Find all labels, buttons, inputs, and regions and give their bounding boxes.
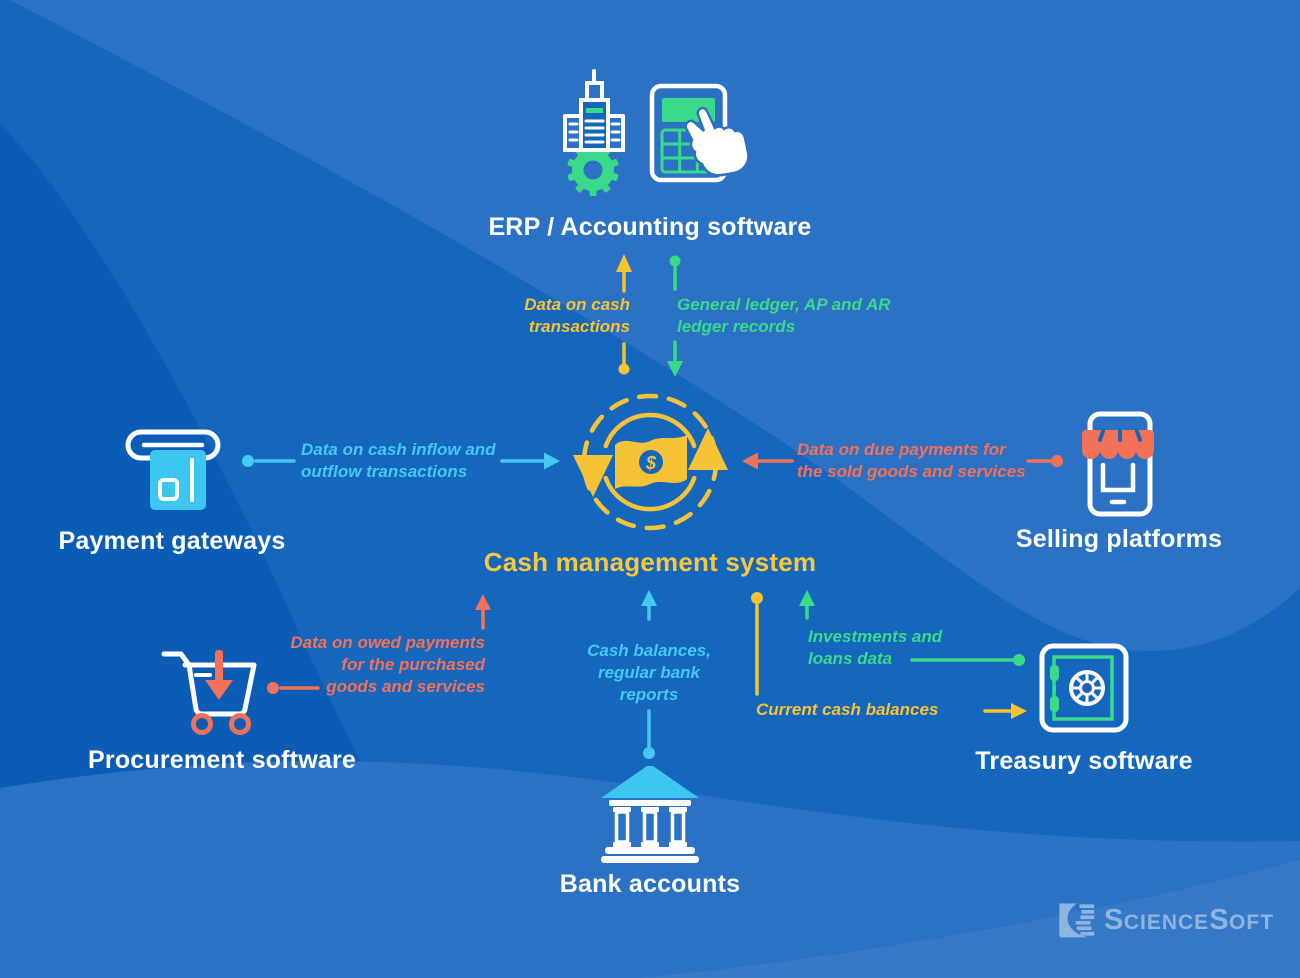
flow-erp-to-cms-arrow — [616, 254, 632, 375]
logo-letters: oft — [1229, 910, 1275, 934]
shopping-cart-icon — [161, 650, 257, 735]
flow-label-bank-to-cms: Cash balances, regular bank reports — [569, 640, 729, 706]
flow-label-line: the sold goods and services — [797, 462, 1026, 481]
atm-card-icon — [125, 429, 221, 510]
cms-title: Cash management system — [483, 547, 817, 577]
bottom-wave — [0, 761, 1300, 978]
cycle-up-arrowhead — [688, 428, 728, 470]
flow-label-cms-to-erp: General ledger, AP and AR ledger records — [677, 294, 927, 338]
flow-label-procurement-to-cms: Data on owed payments for the purchased … — [275, 632, 485, 698]
flow-label-line: Data on cash — [524, 295, 630, 314]
corner-wave — [640, 860, 1300, 978]
logo-wordmark: ScienceSoft — [1104, 904, 1274, 937]
flow-cms-to-erp-arrow — [667, 255, 683, 377]
calculator-icon — [649, 83, 750, 183]
node-label-selling-platforms: Selling platforms — [1015, 525, 1223, 553]
flow-label-line: Current cash balances — [756, 700, 939, 719]
flow-label-line: reports — [619, 685, 679, 704]
flow-label-erp-to-cms: Data on cash transactions — [410, 294, 630, 338]
flow-label-line: General ledger, AP and AR — [677, 295, 891, 314]
top-swoosh-wave — [10, 0, 1300, 651]
flow-label-line: loans data — [808, 649, 893, 668]
node-label-erp: ERP / Accounting software — [488, 213, 812, 241]
flow-cms-to-treasury-arrow — [751, 592, 1027, 719]
logo-mark-icon — [1059, 903, 1095, 938]
hand-cursor-icon — [684, 106, 750, 177]
flow-bank-to-cms-arrow — [641, 590, 657, 759]
logo-letters: cience — [1123, 910, 1210, 934]
node-label-procurement: Procurement software — [88, 746, 356, 774]
flow-label-line: Data on due payments for — [797, 440, 1006, 459]
building-icon — [563, 69, 625, 152]
logo-letter: S — [1209, 903, 1230, 936]
node-label-bank-accounts: Bank accounts — [559, 870, 741, 898]
flow-label-line: regular bank — [597, 663, 701, 682]
node-label-treasury: Treasury software — [975, 747, 1193, 775]
flow-label-line: goods and services — [326, 677, 485, 696]
flow-procurement-to-cms-arrow — [267, 594, 491, 694]
erp-building-calculator-icon — [563, 69, 750, 196]
flow-label-line: transactions — [528, 317, 630, 336]
flow-label-line: for the purchased — [341, 655, 485, 674]
download-arrow-icon — [205, 650, 233, 700]
logo-letter: S — [1104, 903, 1124, 936]
bank-building-icon — [601, 766, 699, 863]
node-label-payment-gateways: Payment gateways — [58, 527, 286, 555]
flow-label-line: Cash balances, — [587, 641, 711, 660]
cycle-down-arrowhead — [573, 455, 613, 497]
flow-label-cms-to-treasury: Current cash balances — [756, 699, 996, 721]
flow-label-selling-to-cms: Data on due payments for the sold goods … — [797, 439, 1047, 483]
flow-label-payment-to-cms: Data on cash inflow and outflow transact… — [301, 439, 521, 483]
flow-label-line: outflow transactions — [301, 462, 468, 481]
flow-label-line: Investments and — [808, 627, 943, 646]
safe-icon — [1039, 643, 1129, 733]
flow-selling-to-cms-arrow — [742, 452, 1063, 470]
dollar-sign: $ — [645, 453, 657, 473]
flow-treasury-to-cms-arrow — [799, 590, 1025, 666]
flow-label-line: ledger records — [677, 317, 796, 336]
sciencesoft-logo: ScienceSoft — [1052, 898, 1274, 942]
flow-label-line: Data on cash inflow and — [301, 440, 496, 459]
flow-label-treasury-to-cms: Investments and loans data — [808, 626, 998, 670]
flow-payment-to-cms-arrow — [242, 452, 560, 470]
dial-icon — [1069, 670, 1105, 706]
storefront-phone-icon — [1082, 411, 1154, 517]
flow-label-line: Data on owed payments — [290, 633, 485, 652]
cash-cycle-icon: $ — [573, 393, 728, 531]
